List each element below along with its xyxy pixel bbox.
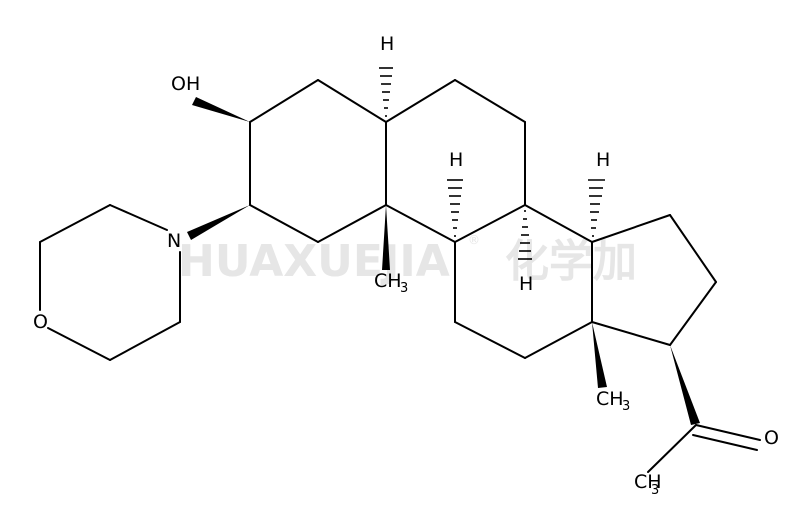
methyl-19-main: CH: [374, 270, 402, 292]
hashed-bond-h14: [588, 179, 605, 237]
carbonyl-bond: [695, 424, 761, 441]
bond: [591, 321, 671, 346]
h8-label: H: [519, 273, 533, 295]
carbonyl-bond: [692, 434, 758, 451]
morpholine-oxygen-label: O: [33, 311, 48, 333]
methyl-19-sub: 3: [400, 281, 408, 296]
bond: [524, 204, 593, 243]
bond: [249, 204, 319, 243]
ring-b-bonds: [385, 79, 526, 243]
methyl-18-main: CH: [596, 388, 624, 410]
hashed-bonds: [379, 67, 605, 260]
watermark-registered: ®: [468, 233, 480, 247]
ring-d-bonds: [591, 214, 717, 346]
methyl-21-label: CH 3: [634, 471, 662, 498]
wedge-bonds: [187, 97, 700, 425]
wedge-bond-ch3-19: [382, 205, 390, 270]
watermark-cjk: 化学加: [505, 236, 637, 287]
watermark: HUAXUEJIA ® 化学加: [178, 233, 637, 287]
bond: [109, 204, 168, 231]
methyl-18-sub: 3: [622, 399, 630, 414]
bond: [39, 204, 111, 243]
nitrogen-label: N: [167, 230, 181, 252]
hydroxyl-label: OH: [171, 73, 200, 95]
bond: [249, 79, 319, 123]
methyl-21-sub: 3: [651, 483, 659, 498]
bond: [647, 424, 697, 473]
bond: [317, 204, 387, 243]
bond: [454, 321, 526, 359]
carbonyl-oxygen-label: O: [764, 427, 779, 449]
wedge-bond-ch3-18: [592, 322, 607, 388]
bond: [454, 204, 526, 243]
wedge-bond-n: [187, 205, 250, 240]
h5-label: H: [380, 33, 394, 55]
atom-labels: OH N O O H H H H CH 3 CH 3 CH 3: [33, 33, 779, 498]
hashed-bond-h8: [518, 210, 532, 260]
bond: [591, 214, 671, 243]
hashed-bond-h9: [447, 179, 463, 237]
watermark-latin: HUAXUEJIA: [178, 236, 450, 287]
bond: [385, 204, 456, 243]
bond: [385, 79, 456, 123]
bond: [317, 79, 387, 123]
bond: [524, 321, 593, 359]
morpholine-bonds: [39, 204, 181, 361]
wedge-bond-acetyl: [670, 345, 700, 425]
acetyl-bonds: [647, 424, 761, 473]
methyl-19-label: CH 3: [374, 270, 408, 296]
bond: [454, 79, 526, 123]
h14-label: H: [596, 149, 610, 171]
methyl-21-main: CH: [634, 471, 662, 493]
ring-c-bonds: [454, 204, 593, 359]
bond: [669, 281, 717, 346]
bond: [47, 327, 111, 361]
wedge-bond-oh: [192, 97, 250, 122]
bond: [109, 321, 181, 361]
methyl-18-label: CH 3: [596, 388, 630, 414]
ring-a-bonds: [249, 79, 387, 243]
h9-label: H: [449, 149, 463, 171]
bond: [669, 214, 717, 283]
hashed-bond-h5: [379, 67, 393, 117]
